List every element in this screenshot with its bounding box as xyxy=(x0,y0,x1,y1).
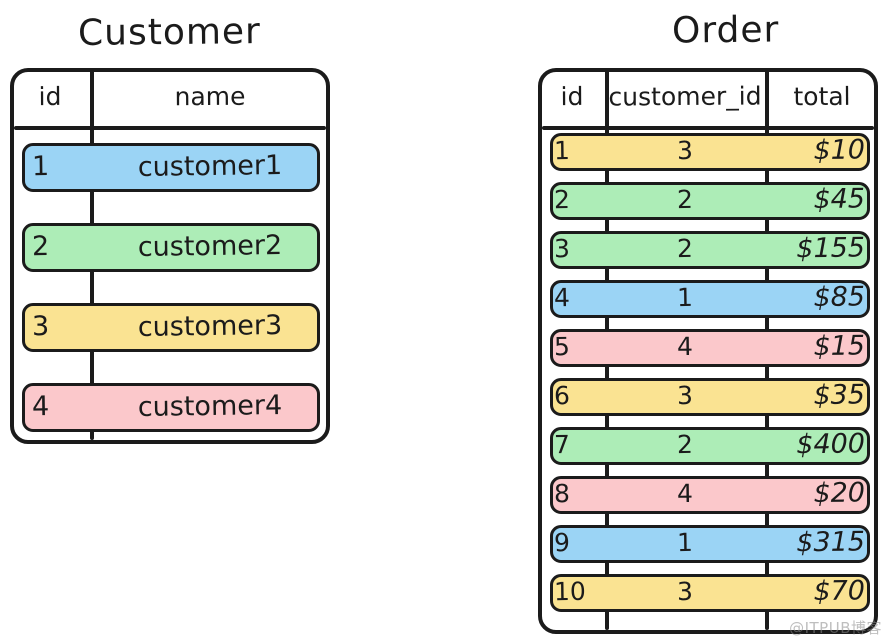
order-cell-customer_id: 2 xyxy=(676,233,694,264)
customer-row-pill xyxy=(22,223,320,272)
order-row-pill xyxy=(550,476,870,514)
order-cell-total: $10 xyxy=(813,134,866,167)
order-cell-total: $15 xyxy=(813,330,866,363)
customer-cell-id: 1 xyxy=(31,150,50,182)
order-cell-total: $315 xyxy=(796,526,866,559)
order-table-title: Order xyxy=(671,9,780,52)
order-row-pill xyxy=(550,378,870,416)
order-header-id: id xyxy=(560,81,584,112)
order-cell-id: 8 xyxy=(553,479,571,509)
order-row-pill xyxy=(550,231,870,269)
order-cell-id: 10 xyxy=(553,576,587,607)
order-row-pill xyxy=(550,133,870,171)
order-cell-customer_id: 2 xyxy=(676,429,694,460)
customer-header-id: id xyxy=(38,81,62,112)
order-cell-total: $70 xyxy=(813,575,866,608)
order-row-pill xyxy=(550,427,870,465)
order-cell-customer_id: 2 xyxy=(676,184,694,215)
order-cell-customer_id: 1 xyxy=(676,527,694,558)
customer-cell-id: 3 xyxy=(31,310,50,342)
order-cell-id: 1 xyxy=(553,136,571,166)
order-cell-customer_id: 3 xyxy=(676,576,694,607)
order-cell-id: 7 xyxy=(553,430,571,460)
order-row-pill xyxy=(550,280,870,318)
order-cell-id: 9 xyxy=(553,528,571,558)
order-cell-customer_id: 3 xyxy=(676,135,694,166)
order-cell-total: $400 xyxy=(796,428,866,461)
customer-cell-name: customer1 xyxy=(137,149,283,183)
customer-row-pill xyxy=(22,143,320,192)
order-row-pill xyxy=(550,329,870,367)
order-cell-id: 5 xyxy=(553,332,571,362)
order-cell-id: 3 xyxy=(553,234,571,264)
order-cell-customer_id: 4 xyxy=(676,331,694,362)
order-header-customer_id: customer_id xyxy=(608,81,762,112)
customer-table-title: Customer xyxy=(77,11,262,54)
order-cell-customer_id: 4 xyxy=(676,478,694,509)
order-cell-total: $20 xyxy=(813,477,866,510)
order-cell-total: $35 xyxy=(813,379,866,412)
customer-row-pill xyxy=(22,383,320,432)
customer-cell-name: customer3 xyxy=(137,309,283,343)
order-cell-total: $155 xyxy=(796,232,866,265)
order-cell-id: 4 xyxy=(553,283,571,313)
order-cell-total: $45 xyxy=(813,183,866,216)
order-cell-id: 2 xyxy=(553,185,571,215)
order-header-rule xyxy=(542,126,874,130)
order-row-pill xyxy=(550,182,870,220)
customer-row-pill xyxy=(22,303,320,352)
watermark: @ITPUB博客 xyxy=(789,619,882,637)
order-row-pill xyxy=(550,525,870,563)
order-header-total: total xyxy=(793,81,851,112)
customer-cell-id: 4 xyxy=(31,390,50,422)
customer-header-name: name xyxy=(174,81,246,112)
order-row-pill xyxy=(550,574,870,612)
customer-cell-id: 2 xyxy=(31,230,50,262)
customer-header-rule xyxy=(14,126,326,130)
customer-cell-name: customer4 xyxy=(137,389,283,423)
order-cell-customer_id: 3 xyxy=(676,380,694,411)
customer-cell-name: customer2 xyxy=(137,229,283,263)
order-cell-customer_id: 1 xyxy=(676,282,694,313)
order-cell-total: $85 xyxy=(813,281,866,314)
order-cell-id: 6 xyxy=(553,381,571,411)
